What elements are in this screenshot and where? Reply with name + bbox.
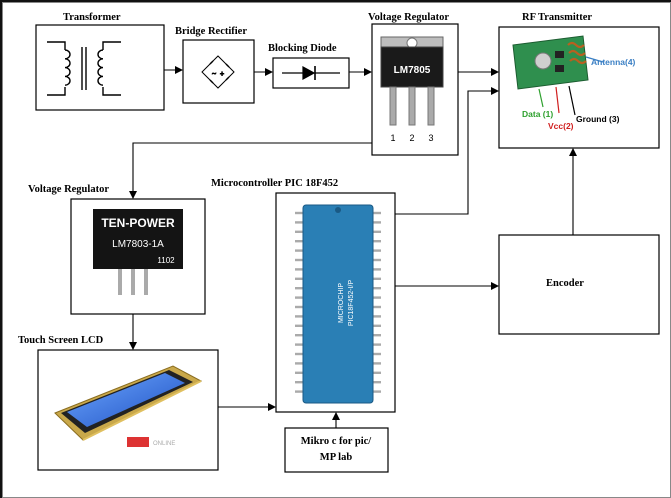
svg-text:PIC18F452-I/P: PIC18F452-I/P	[348, 280, 355, 327]
mikroc-label-line1: Mikro c for pic/	[301, 436, 373, 447]
mikroc-block: Mikro c for pic/ MP lab	[284, 427, 389, 473]
blocking-diode-block	[272, 57, 350, 89]
rf-ground-label: Ground (3)	[576, 114, 620, 124]
mikroc-label-line2: MP lab	[320, 452, 353, 463]
lm7805-icon	[380, 36, 444, 126]
connections	[129, 66, 577, 428]
microcontroller-label: Microcontroller PIC 18F452	[211, 178, 338, 189]
ten-power-brand: TEN-POWER	[101, 216, 175, 230]
rf-vcc-label: Vcc(2)	[548, 121, 574, 131]
lcd-module-icon: ONLINE	[54, 365, 203, 447]
touch-screen-block: ONLINE	[37, 349, 219, 471]
arrow-regulator-to-left-regulator	[129, 142, 372, 199]
rf-module-icon	[512, 35, 604, 116]
line-micro-to-rf	[395, 155, 469, 215]
bridge-rectifier-icon: ~ +	[201, 55, 235, 89]
voltage-regulator-top-label: Voltage Regulator	[368, 12, 449, 23]
encoder-label: Encoder	[546, 278, 584, 289]
ten-power-module-icon	[93, 209, 183, 295]
transformer-label: Transformer	[63, 12, 121, 23]
voltage-regulator-left-block: TEN-POWER LM7803-1A 1102	[70, 198, 206, 315]
pic-chip-icon: PIC18F452-I/P MICROCHIP	[295, 204, 381, 404]
lm7805-pin-2: 2	[409, 133, 414, 143]
touch-screen-label: Touch Screen LCD	[18, 335, 104, 346]
bridge-rectifier-block: ~ +	[182, 39, 255, 104]
encoder-block: Encoder	[498, 234, 660, 335]
transformer-icon	[47, 41, 121, 96]
rf-transmitter-block: Antenna(4) Data (1) Ground (3) Vcc(2)	[498, 26, 660, 149]
antenna-coil-icon	[567, 41, 587, 65]
bridge-rectifier-label: Bridge Rectifier	[175, 26, 247, 37]
voltage-regulator-top-block: LM7805 1 2 3	[371, 23, 459, 156]
svg-text:ONLINE: ONLINE	[153, 441, 175, 447]
lm7805-pin-1: 1	[390, 133, 395, 143]
lm7805-pin-3: 3	[428, 133, 433, 143]
rf-transmitter-label: RF Transmitter	[522, 12, 592, 23]
ten-power-code: 1102	[157, 256, 175, 265]
voltage-regulator-left-label: Voltage Regulator	[28, 184, 109, 195]
svg-text:~: ~	[212, 71, 216, 78]
rf-data-label: Data (1)	[522, 109, 553, 119]
diode-icon	[282, 65, 340, 81]
arrow-to-rf-lower	[467, 87, 499, 155]
ten-power-part: LM7803-1A	[112, 239, 164, 250]
transformer-block	[35, 24, 165, 111]
blocking-diode-label: Blocking Diode	[268, 43, 337, 54]
block-diagram: Transformer Bridge Rectifier Blocking Di…	[18, 12, 660, 473]
rf-antenna-label: Antenna(4)	[591, 57, 636, 67]
microcontroller-block: PIC18F452-I/P MICROCHIP	[275, 192, 396, 413]
lm7805-part-label: LM7805	[394, 65, 431, 76]
svg-text:+: +	[220, 71, 224, 78]
svg-text:MICROCHIP: MICROCHIP	[338, 283, 345, 323]
